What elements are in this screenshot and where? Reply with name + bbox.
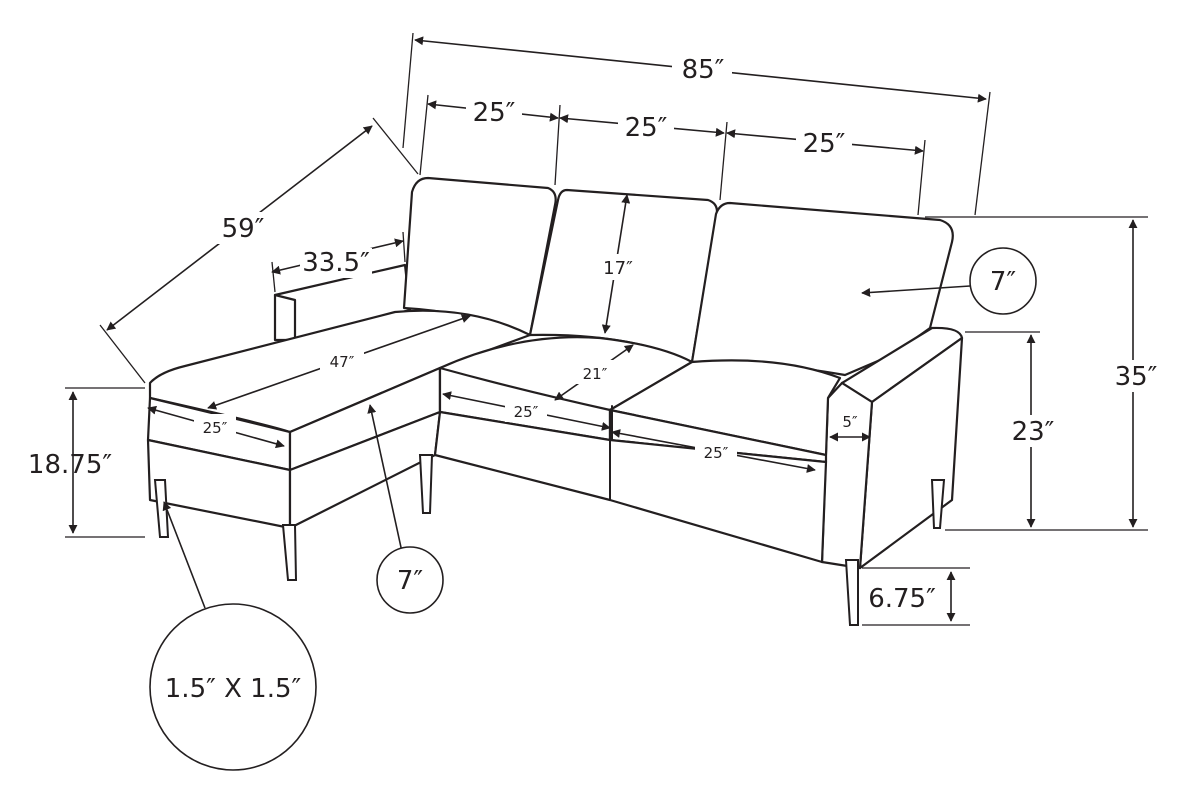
leg-front-left (153, 479, 170, 538)
label-seat-depth: 21″ (583, 365, 608, 383)
dim-line-chaise-cushion (367, 404, 403, 553)
label-chaise-depth: 59″ (222, 214, 265, 244)
dim-line-leg-profile (162, 501, 206, 609)
label-seat-height: 18.75″ (28, 450, 112, 480)
label-seg-left: 25″ (473, 98, 516, 128)
leg-front-right (844, 559, 859, 626)
callout-circle-pillow (969, 247, 1037, 315)
leg-front-chaise (281, 524, 298, 581)
label-arm-width: 5″ (842, 413, 858, 431)
leg-back-chaise (418, 454, 434, 514)
label-seg-right: 25″ (803, 129, 846, 159)
label-seg-middle: 25″ (625, 113, 668, 143)
label-cushion-right: 25″ (704, 444, 729, 462)
callout-circle-leg-profile (149, 603, 317, 771)
callout-circle-chaise-cushion (376, 546, 444, 614)
dim-line-pillow (861, 285, 971, 297)
label-chaise-length: 47″ (330, 353, 355, 371)
label-chaise-width: 25″ (203, 419, 228, 437)
chaise-arm-side (273, 293, 297, 342)
label-overall-height: 35″ (1115, 362, 1158, 392)
label-back-height: 17″ (603, 258, 633, 279)
label-chaise-arm: 33.5″ (302, 248, 370, 278)
label-leg-height: 6.75″ (868, 584, 936, 614)
label-leg-profile: 1.5″ X 1.5″ (165, 674, 302, 704)
dimension-labels: 85″ 25″ 25″ 25″ 59″ 33.5″ 17″ 7″ 35″ 23″… (28, 52, 1164, 704)
label-cushion-left: 25″ (514, 403, 539, 421)
label-overall-width: 85″ (682, 55, 725, 85)
leg-back-right (930, 479, 946, 529)
label-pillow-thickness: 7″ (990, 267, 1017, 297)
label-arm-height: 23″ (1012, 417, 1055, 447)
sofa-drawing (146, 176, 964, 626)
label-chaise-cushion: 7″ (397, 566, 424, 596)
